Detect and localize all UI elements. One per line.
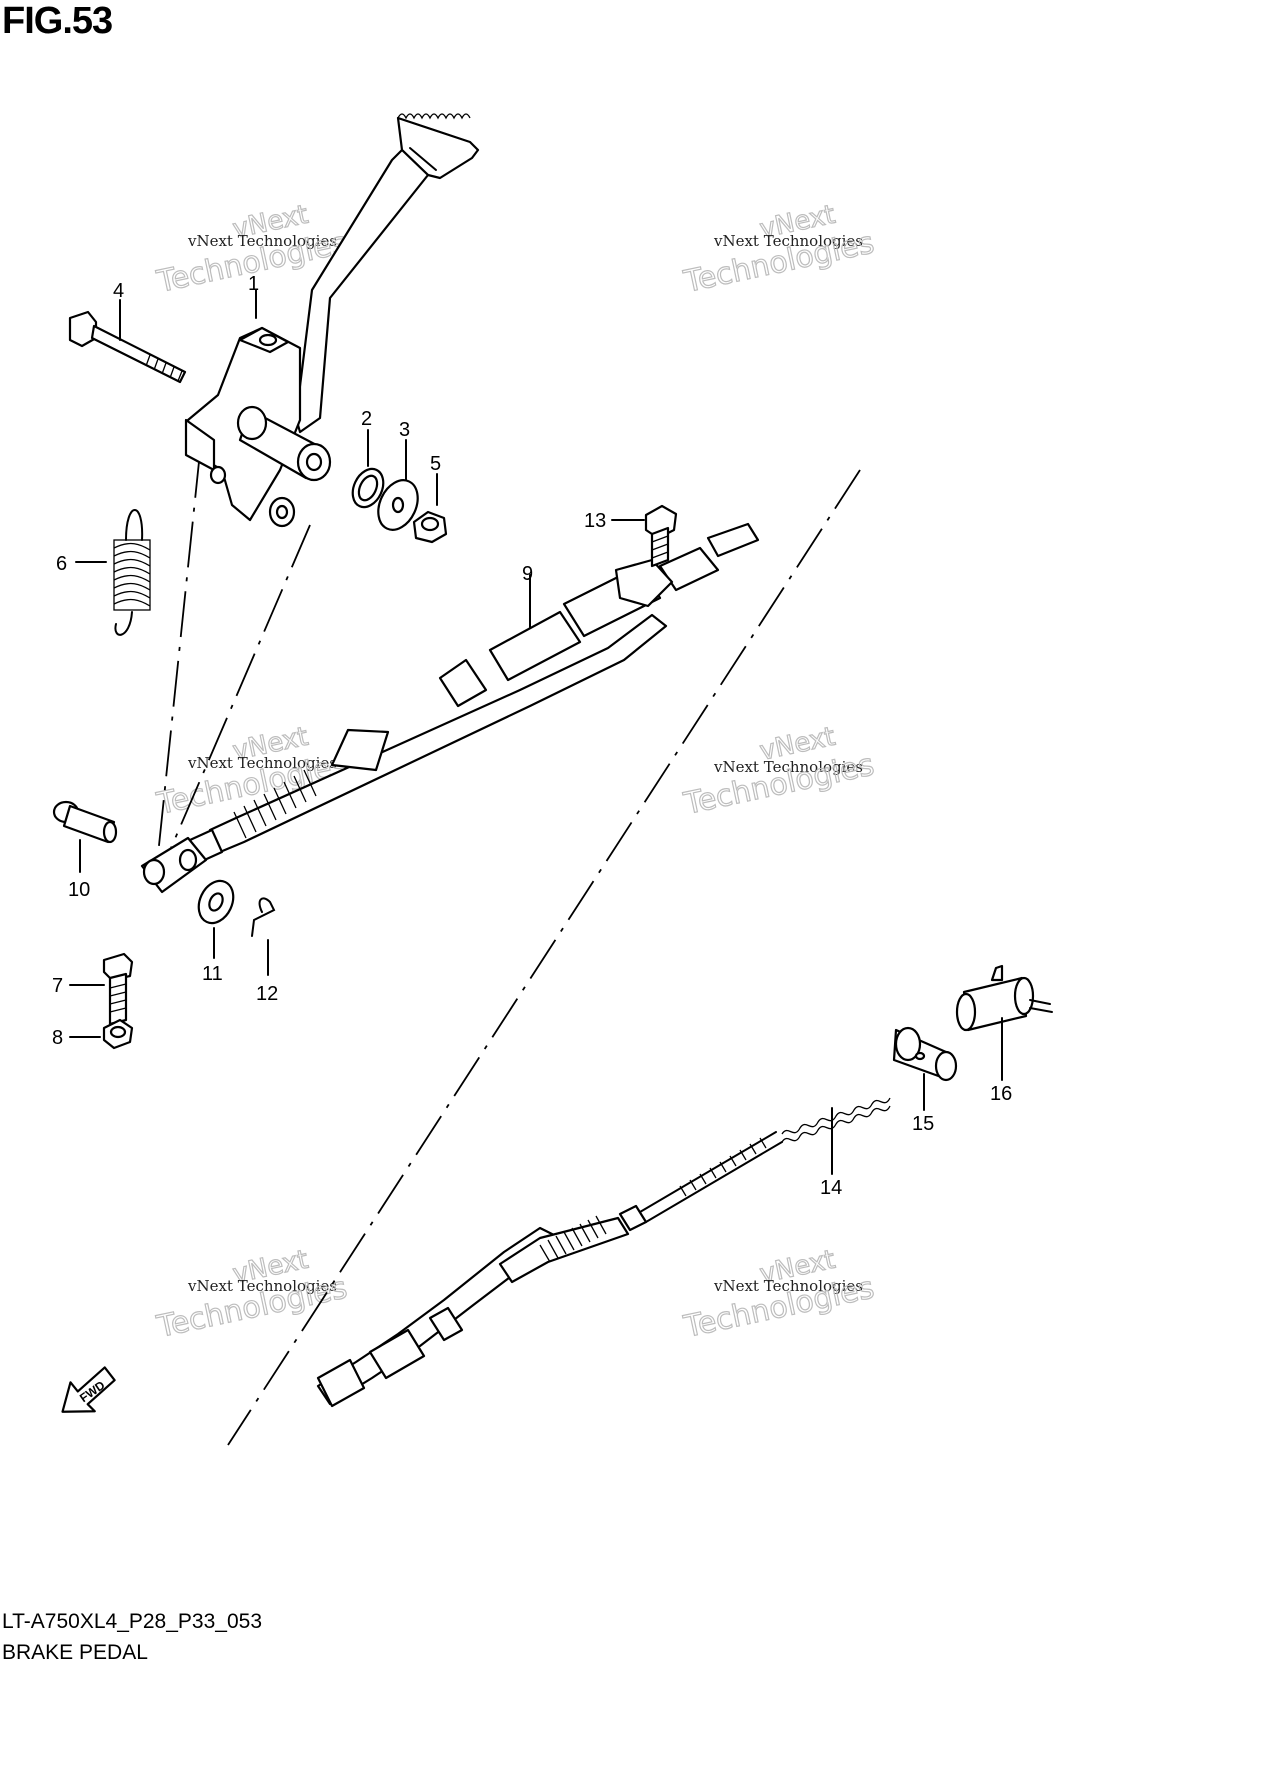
callout-10: 10 <box>68 879 90 901</box>
callout-13: 13 <box>584 510 606 532</box>
callout-5: 5 <box>430 453 441 475</box>
callout-16: 16 <box>990 1083 1012 1105</box>
callout-6: 6 <box>56 553 67 575</box>
watermark-middle-right: vNext vNext Technologies Technologies <box>680 721 878 823</box>
nut-8-part <box>69 1018 134 1050</box>
bolt-13-part <box>611 504 678 568</box>
callout-12: 12 <box>256 983 278 1005</box>
brake-pedal-part <box>184 113 480 528</box>
bolt-7-part <box>69 952 134 1026</box>
watermark-middle-left: vNext vNext Technologies Technologies <box>153 721 351 823</box>
callout-11: 11 <box>202 963 223 985</box>
figure-name: BRAKE PEDAL <box>2 1641 148 1664</box>
callout-7: 7 <box>52 975 63 997</box>
callout-14: 14 <box>820 1177 842 1199</box>
collar-15-part <box>892 1026 958 1111</box>
svg-text:vNext Technologies: vNext Technologies <box>187 754 337 772</box>
callout-2: 2 <box>361 408 372 430</box>
bolt-4-part <box>68 299 187 384</box>
brake-cable-9-part <box>188 522 760 864</box>
watermark-bottom-right: vNext vNext Technologies Technologies <box>680 1244 878 1346</box>
figure-code: LT-A750XL4_P28_P33_053 <box>2 1610 262 1633</box>
watermark-top-right: vNext vNext Technologies Technologies <box>680 199 878 301</box>
svg-text:vNext Technologies: vNext Technologies <box>713 232 863 250</box>
joint-16-part <box>955 964 1053 1081</box>
callout-9: 9 <box>522 563 533 585</box>
fwd-arrow-icon: FWD <box>61 1366 116 1413</box>
callout-3: 3 <box>399 419 410 441</box>
washer-2-part <box>351 429 385 509</box>
washer-11-part <box>197 879 235 959</box>
figure-title: FIG.53 <box>2 0 113 42</box>
callout-1: 1 <box>248 273 259 295</box>
spring-6-part <box>75 509 151 636</box>
svg-text:vNext Technologies: vNext Technologies <box>187 1277 337 1295</box>
callout-15: 15 <box>912 1113 934 1135</box>
clevis-part <box>140 836 208 894</box>
cotter-pin-12-part <box>251 897 276 976</box>
assembly-guide-lines <box>157 451 861 1446</box>
callout-labels: 1 2 3 4 5 6 7 8 9 10 11 12 13 14 15 16 <box>52 273 1012 1199</box>
watermark-bottom-left: vNext vNext Technologies Technologies <box>153 1244 351 1346</box>
svg-text:vNext Technologies: vNext Technologies <box>713 758 863 776</box>
washer-3-part <box>377 439 419 531</box>
pin-10-part <box>52 800 118 873</box>
svg-text:vNext Technologies: vNext Technologies <box>713 1277 863 1295</box>
nut-5-part <box>412 473 448 544</box>
callout-8: 8 <box>52 1027 63 1049</box>
svg-text:vNext Technologies: vNext Technologies <box>187 232 337 250</box>
spring-14-part <box>316 1097 891 1408</box>
callout-4: 4 <box>113 280 124 302</box>
